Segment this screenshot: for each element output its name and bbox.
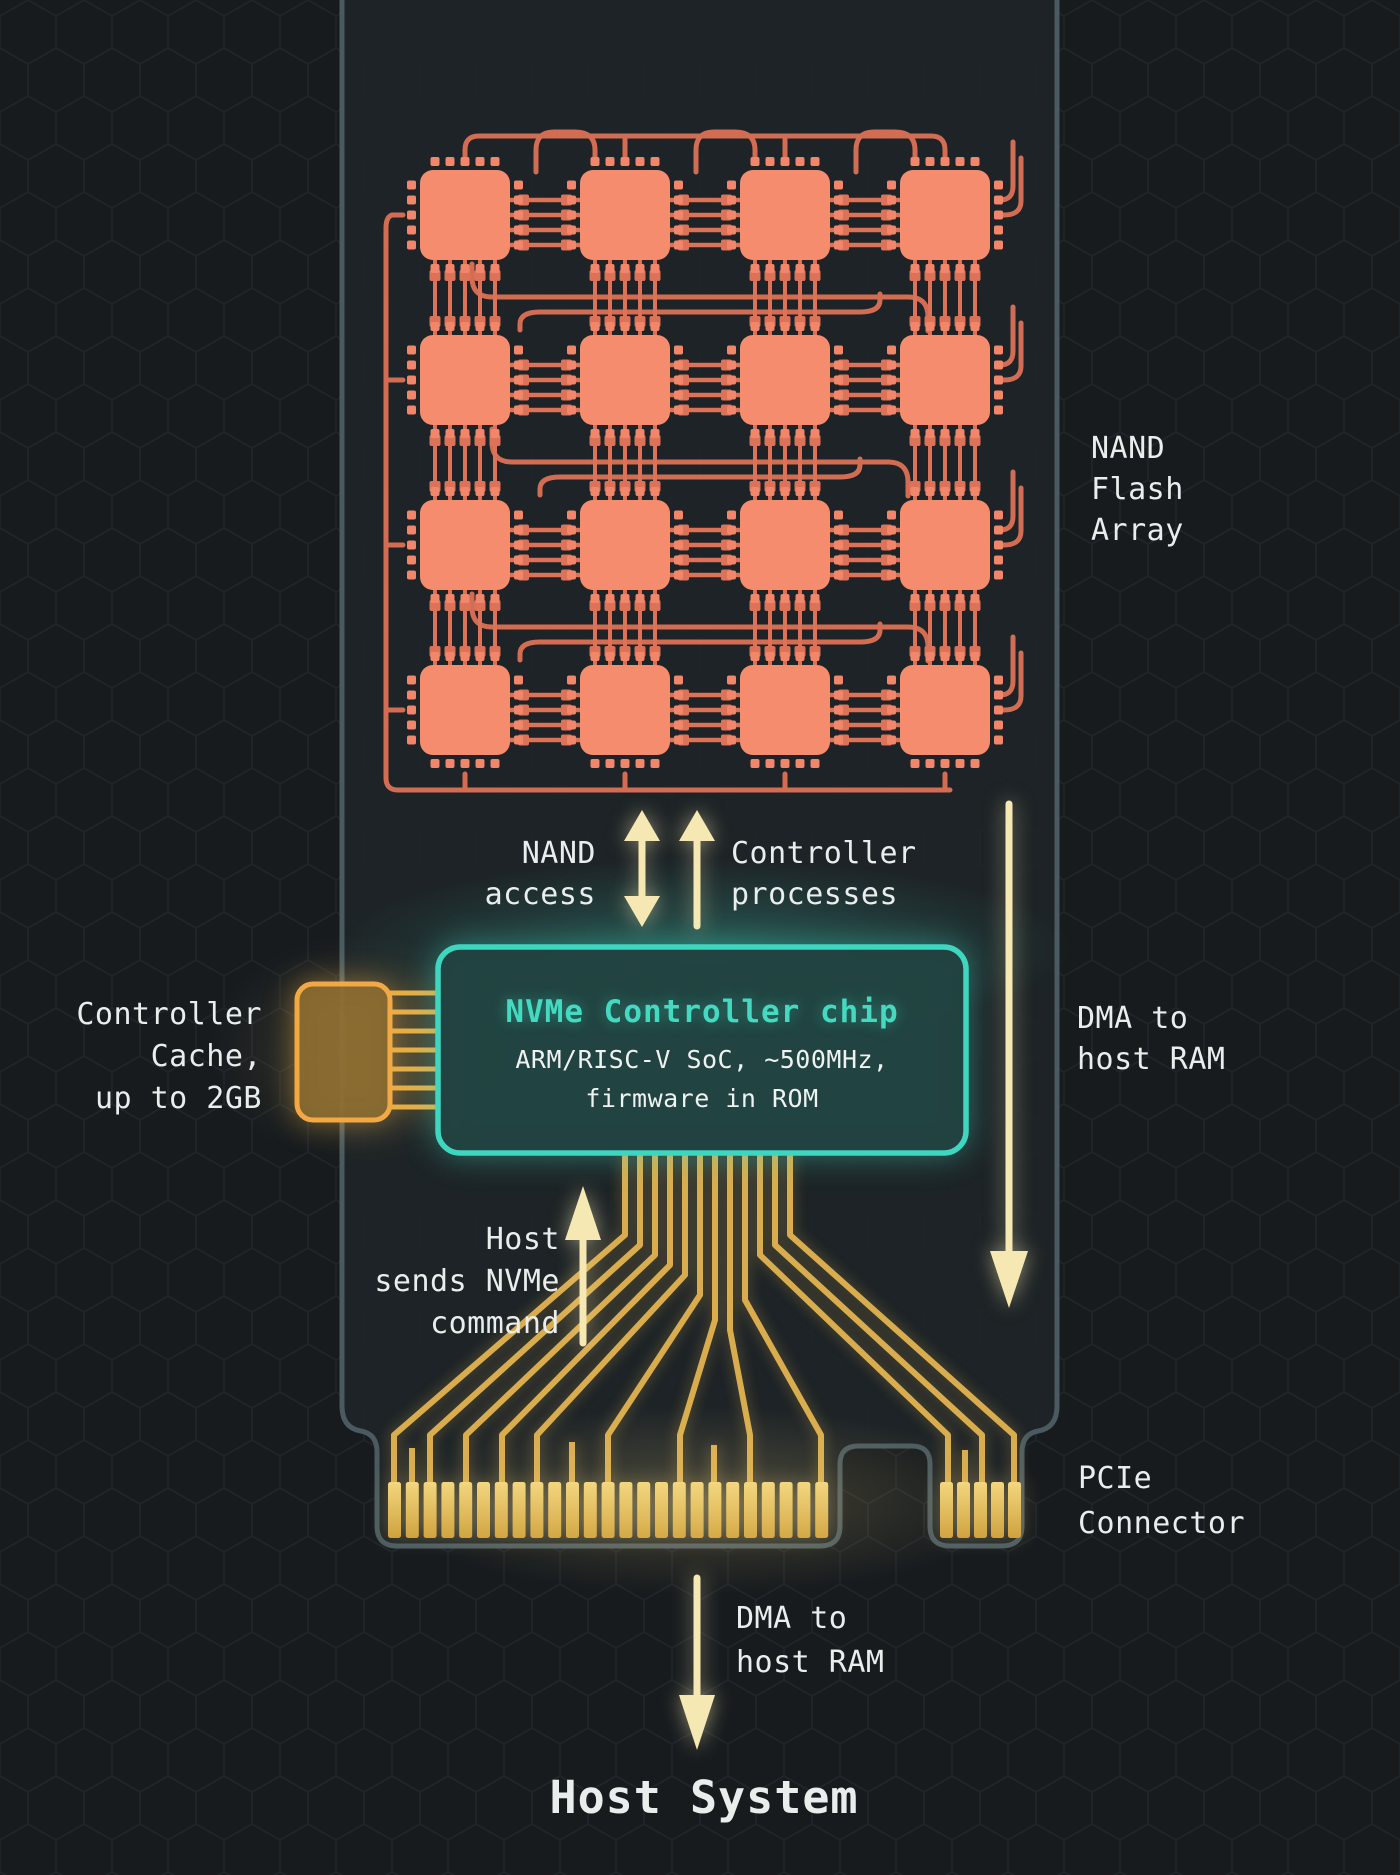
nand-access-label: NAND access: [484, 836, 596, 912]
nand-chip: [887, 652, 1003, 768]
connector-glow: [380, 1405, 1020, 1595]
row-route-3b: [517, 621, 883, 663]
host-system-label: Host System: [549, 1771, 859, 1824]
nand-chip: [887, 322, 1003, 438]
nand-chip: [727, 652, 843, 768]
row-route-3: [469, 591, 931, 664]
dma-host-ram-bottom-arrow: [679, 1574, 715, 1750]
nvme-controller-subtitle: ARM/RISC-V SoC, ~500MHz, firmware in ROM: [515, 1045, 889, 1113]
nand-flash-array-label: NAND Flash Array: [1091, 431, 1184, 548]
nand-flash-grid: [383, 129, 1024, 793]
cache-chip: [294, 981, 440, 1123]
nand-chip: [567, 487, 683, 603]
nand-chip: [887, 157, 1003, 273]
left-bus-trace: [383, 212, 953, 793]
row-route-1: [469, 261, 931, 334]
nand-chip: [567, 157, 683, 273]
nand-access-arrow: [624, 810, 660, 927]
nand-chip: [567, 652, 683, 768]
nand-chip: [887, 487, 1003, 603]
bottom-bus-stubs: [462, 771, 948, 793]
dma-host-ram-right-arrow: [990, 800, 1028, 1308]
nand-chip: [407, 487, 523, 603]
nand-chip: [407, 322, 523, 438]
nand-chip: [407, 157, 523, 273]
top-hooks: [533, 129, 918, 175]
nvme-controller-title: NVMe Controller chip: [505, 994, 899, 1030]
controller-cache-label: Controller Cache, up to 2GB: [76, 997, 262, 1116]
row-route-1b: [517, 291, 883, 333]
pcie-connector-label: PCIe Connector: [1078, 1461, 1246, 1541]
nand-chip: [407, 652, 523, 768]
dma-host-ram-right-label: DMA to host RAM: [1077, 1001, 1226, 1077]
row-route-2b: [537, 456, 863, 498]
controller-processes-label: Controller processes: [731, 836, 917, 912]
nand-chip: [727, 322, 843, 438]
controller-processes-arrow: [679, 810, 715, 930]
gold-fan-traces: [391, 1153, 1017, 1485]
circuit-buses: [383, 129, 1024, 793]
right-edge-hooks: [995, 139, 1024, 713]
nand-chip: [727, 157, 843, 273]
dma-host-ram-bottom-label: DMA to host RAM: [736, 1601, 885, 1680]
cache-pins: [390, 990, 440, 1110]
nand-chip: [567, 322, 683, 438]
host-sends-command-label: Host sends NVMe command: [374, 1222, 560, 1341]
nand-chip: [727, 487, 843, 603]
host-command-arrow: [565, 1186, 601, 1347]
controller-chip-box: [435, 944, 969, 1156]
